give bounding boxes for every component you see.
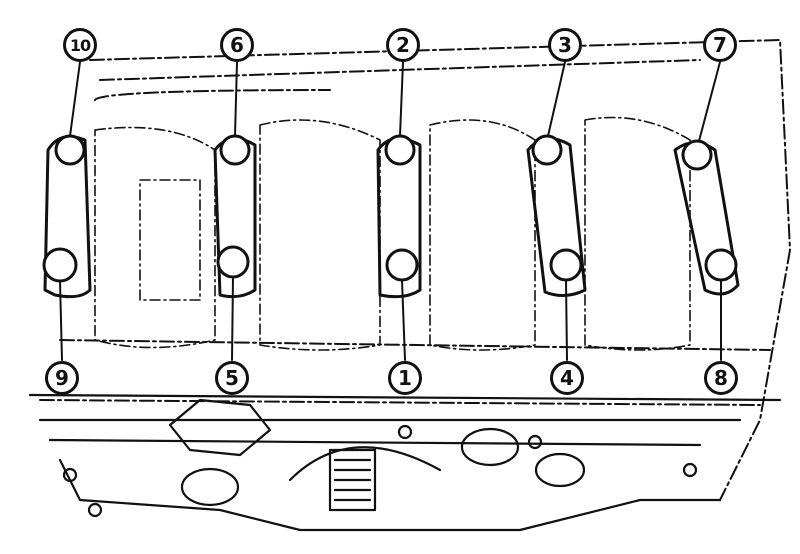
block-lower xyxy=(28,393,782,532)
bolt-number-9: 9 xyxy=(45,361,79,395)
bolts xyxy=(42,134,738,283)
bolt-number-4: 4 xyxy=(550,361,584,395)
crank-journals xyxy=(94,116,691,351)
bolt-number-10: 10 xyxy=(63,28,97,62)
bolt-number-1: 1 xyxy=(388,361,422,395)
bolt-number-6: 6 xyxy=(220,28,254,62)
bolt-number-2: 2 xyxy=(386,28,420,62)
bolt-number-7: 7 xyxy=(703,28,737,62)
leader-lines xyxy=(59,61,722,361)
bolt-number-8: 8 xyxy=(704,361,738,395)
bolt-number-3: 3 xyxy=(548,28,582,62)
bolt-number-5: 5 xyxy=(215,361,249,395)
